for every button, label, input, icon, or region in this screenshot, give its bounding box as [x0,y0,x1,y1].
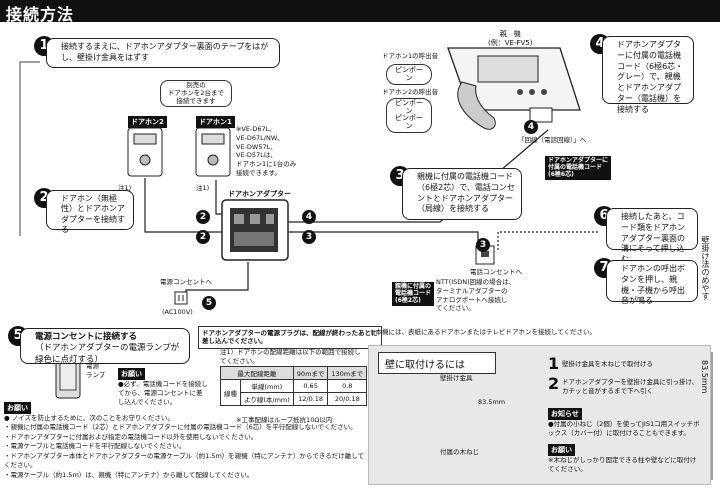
step-2-marker-a: 2 [196,210,210,224]
page-title: 接続方法 [6,5,75,24]
table-cell: 20/0.18 [327,392,368,406]
side-dimension: 83.5mm [700,360,709,394]
table-footnote: ※工事配線はループ抵抗10Ω以内 [236,416,333,424]
table-row: 線種 単線(mm) 0.65 0.8 [220,379,368,406]
step-5-sub: （ドアホンアダプターの電源ランプが緑色に点灯する） [35,343,180,365]
compatibility-rule: ※本機には、表紙にあるドアホンまたはテレビドアホンを接続してください。 [370,328,597,336]
note-line: ・ドアホンアダプター本体とドアホンアダプターの電源ケーブル（約1.5m）を親機（… [4,451,364,470]
call2-label: ドアホン2の呼出音 [382,88,439,96]
power-socket [174,291,188,305]
outlet-label: 電話コンセントへ [470,268,522,276]
header-bar [0,0,720,22]
phone-cord [288,129,549,223]
table-cell: 0.8 [327,379,368,393]
door1-wire [215,180,222,215]
wall-step-1-text: 壁掛け金具を木ねじで取付ける [562,360,653,368]
table-row: 最大配線距離 90mまで 130mまで [220,366,368,380]
step-4-instruction: ドアホンアダプターに付属の電話機コード（6極6芯・グレー）で、親機とドアホンアダ… [602,36,694,114]
line-cord [288,231,479,246]
wall-step-1-number: 1 [548,354,560,373]
call2-sound: ピンポーン ピンポーン [386,98,432,133]
wiring-distance-table: 最大配線距離 90mまで 130mまで 線種 単線(mm) 0.65 0.8 よ… [220,366,368,406]
door1-unit [195,127,231,177]
side-label: 壁掛け法のめやす [701,236,710,300]
adapter-label: ドアホンアダプター [228,190,291,198]
power-label: 電源コンセントへ [160,278,212,286]
table-row: より線(本/mm) 12/0.18 20/0.18 [221,392,368,406]
note-line: ・ドアホンアダプターに付属および指定の電話機コード以外を使用しないでください。 [4,432,258,441]
step-5-onegai-text: ●必ず、電話機コードを接続してから、電源コンセントに差し込んでください。 [118,380,208,406]
table-cell: 0.65 [292,379,329,393]
step-5-onegai-tag: お願い [118,368,145,380]
wall-step-2-number: 2 [548,374,560,393]
call1-label: ドアホン1の呼出音 [382,52,439,60]
step-6-instruction: 接続したあと、コード類をドアホンアダプター裏面の溝にそって押し込む [606,208,698,264]
table-header-cell: 130mまで [327,366,368,380]
call1-sound: ピンポーン [386,64,432,85]
step-4-marker-adapter: 4 [302,210,316,224]
oshirase-tag: お知らせ [548,408,582,420]
wall-onegai-text: ※木ねじがしっかり固定できる柱や壁などに取付けてください。 [548,456,697,473]
door1-label: ドアホン1 [196,116,235,128]
note-line: ・電源ケーブル（約1.5m）は、親機（特にアンテナ）から離して配線してください。 [4,470,254,479]
door2-label: ドアホン2 [128,116,167,128]
adapter-unit [221,199,289,261]
lamp-label: 電源 ランプ [86,362,106,379]
bracket-label: 壁掛け金具 [440,374,473,382]
base-phone [447,47,581,130]
table-cell: 12/0.18 [292,392,329,406]
plug-warning: ドアホンアダプターの電源プラグは、配線が終わったあとに差し込んでください。 [198,326,382,349]
step-4-marker-base: 4 [524,120,538,134]
adapter-cord-tag: ドアホンアダプターに 付属の電話機コード (6極6芯) [545,156,612,180]
door2-wire [144,178,222,233]
table-cell: より線(本/mm) [240,392,294,406]
wall-title: 壁に取付けるには [378,352,496,374]
ntt-note: NTT(ISDN)回線の場合は、 ターミナルアダプターの アナログポートへ接続し… [436,278,516,313]
note-1b: 注1) [196,184,210,192]
power-ac-label: (AC100V) [162,308,193,316]
wall-onegai-tag: お願い [548,444,575,456]
step-5-marker: 5 [202,296,216,310]
step-1-instruction: 接続するまえに、ドアホンアダプター裏面のテープをはがし、壁掛け金具をはずす [46,38,280,68]
wall-step-2-text: ドアホンアダプターを壁掛け金具に引っ掛け、カチッと音がするまで下へ引く [562,378,699,395]
base-label: 親 機 (例：VE-FV5) [488,30,533,48]
table-header-cell: 90mまで [292,366,329,380]
door2-unit [127,127,163,177]
oshirase-text: ●付属の小ねじ（2個）を使ってJIS1コ用スイッチボックス（カバー付）に取付ける… [548,420,700,437]
notes-tag: お願い [4,402,31,414]
base-cord-tag: 親機に付属の 電話機コード (6極2芯) [392,282,435,306]
step-5-instruction: 電源コンセントに接続する （ドアホンアダプターの電源ランプが緑色に点灯する） [20,328,190,365]
table-rowgroup-cell: 線種 [220,379,241,406]
step-7-instruction: ドアホンの呼出ボタンを押し、親機・子機から呼出音が鳴る [606,260,698,305]
step-3-instruction: 親機に付属の電話機コード（6極2芯）で、電話コンセントとドアホンアダプター（局線… [402,168,522,220]
table-header-cell: 最大配線距離 [220,366,294,380]
note-line: ・電源ケーブルと電話機コードを平行配線しないでください。 [4,442,186,451]
door-models-note: ※VE-D67L、 VE-D67L/NW、 VE-DW57L、 VE-D57Lは… [236,125,297,177]
mount-dimension: 83.5mm [478,398,506,406]
table-cell: 単線(mm) [240,379,294,393]
note-line: ・親機に付属の電話機コード（2芯）とドアホンアダプターに付属の電話機コード（6芯… [4,423,357,432]
table-note: 注1）ドアホンの配線距離は以下の範囲で接続してください。 [220,348,361,365]
two-doorphone-bubble: 別売の ドアホンを2台まで 接続できます [160,80,232,108]
line-label: 「回線（電話回線）」へ [518,136,587,144]
note-1a: 注1) [118,184,132,192]
screw-label: 付属の木ねじ [440,448,479,456]
note-line: ● ノイズを防止するために、次のことをお守りください。 [4,414,174,422]
notes-list: ● ノイズを防止するために、次のことをお守りください。 ・親機に付属の電話機コー… [4,414,366,480]
step-3-marker-adapter: 3 [302,230,316,244]
step-3-marker-outlet: 3 [476,238,490,252]
step-5-title: 電源コンセントに接続する [35,332,138,342]
step-2-marker-b: 2 [196,230,210,244]
step-2-instruction: ドアホン（無極性）とドアホンアダプターを接続する [46,190,134,234]
